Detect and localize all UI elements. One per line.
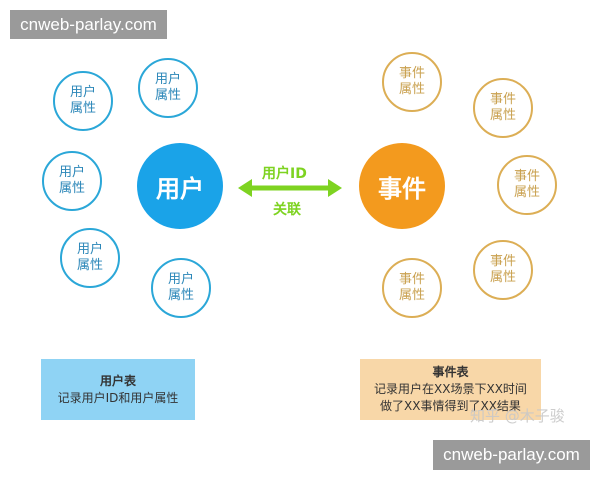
user-attribute-node: 用户 属性 (53, 71, 113, 131)
link-label-bottom: 关联 (273, 202, 301, 218)
watermark-top: cnweb-parlay.com (10, 10, 167, 39)
user-node: 用户 (137, 143, 223, 229)
event-node: 事件 (359, 143, 445, 229)
event-attribute-node: 事件 属性 (497, 155, 557, 215)
user-attribute-node: 用户 属性 (138, 58, 198, 118)
user-table-title: 用户表 (99, 373, 136, 388)
user-table-desc: 记录用户ID和用户属性 (57, 390, 179, 405)
event-table-title: 事件表 (432, 365, 469, 379)
event-attribute-node: 事件 属性 (382, 258, 442, 318)
watermark-bottom: cnweb-parlay.com (433, 440, 590, 470)
event-table-desc-2: 做了XX事情得到了XX结果 (380, 399, 521, 413)
user-attribute-node: 用户 属性 (42, 151, 102, 211)
event-table-box: 事件表 记录用户在XX场景下XX时间 做了XX事情得到了XX结果 (360, 359, 541, 420)
event-attribute-node: 事件 属性 (382, 52, 442, 112)
event-table-desc-1: 记录用户在XX场景下XX时间 (374, 382, 527, 396)
user-table-box: 用户表 记录用户ID和用户属性 (41, 359, 195, 420)
event-attribute-node: 事件 属性 (473, 240, 533, 300)
user-attribute-node: 用户 属性 (60, 228, 120, 288)
event-attribute-node: 事件 属性 (473, 78, 533, 138)
user-attribute-node: 用户 属性 (151, 258, 211, 318)
link-label-top: 用户ID (262, 166, 307, 182)
double-arrow-icon (238, 179, 342, 197)
zhihu-watermark: 知乎 @木子骏 (470, 407, 565, 425)
